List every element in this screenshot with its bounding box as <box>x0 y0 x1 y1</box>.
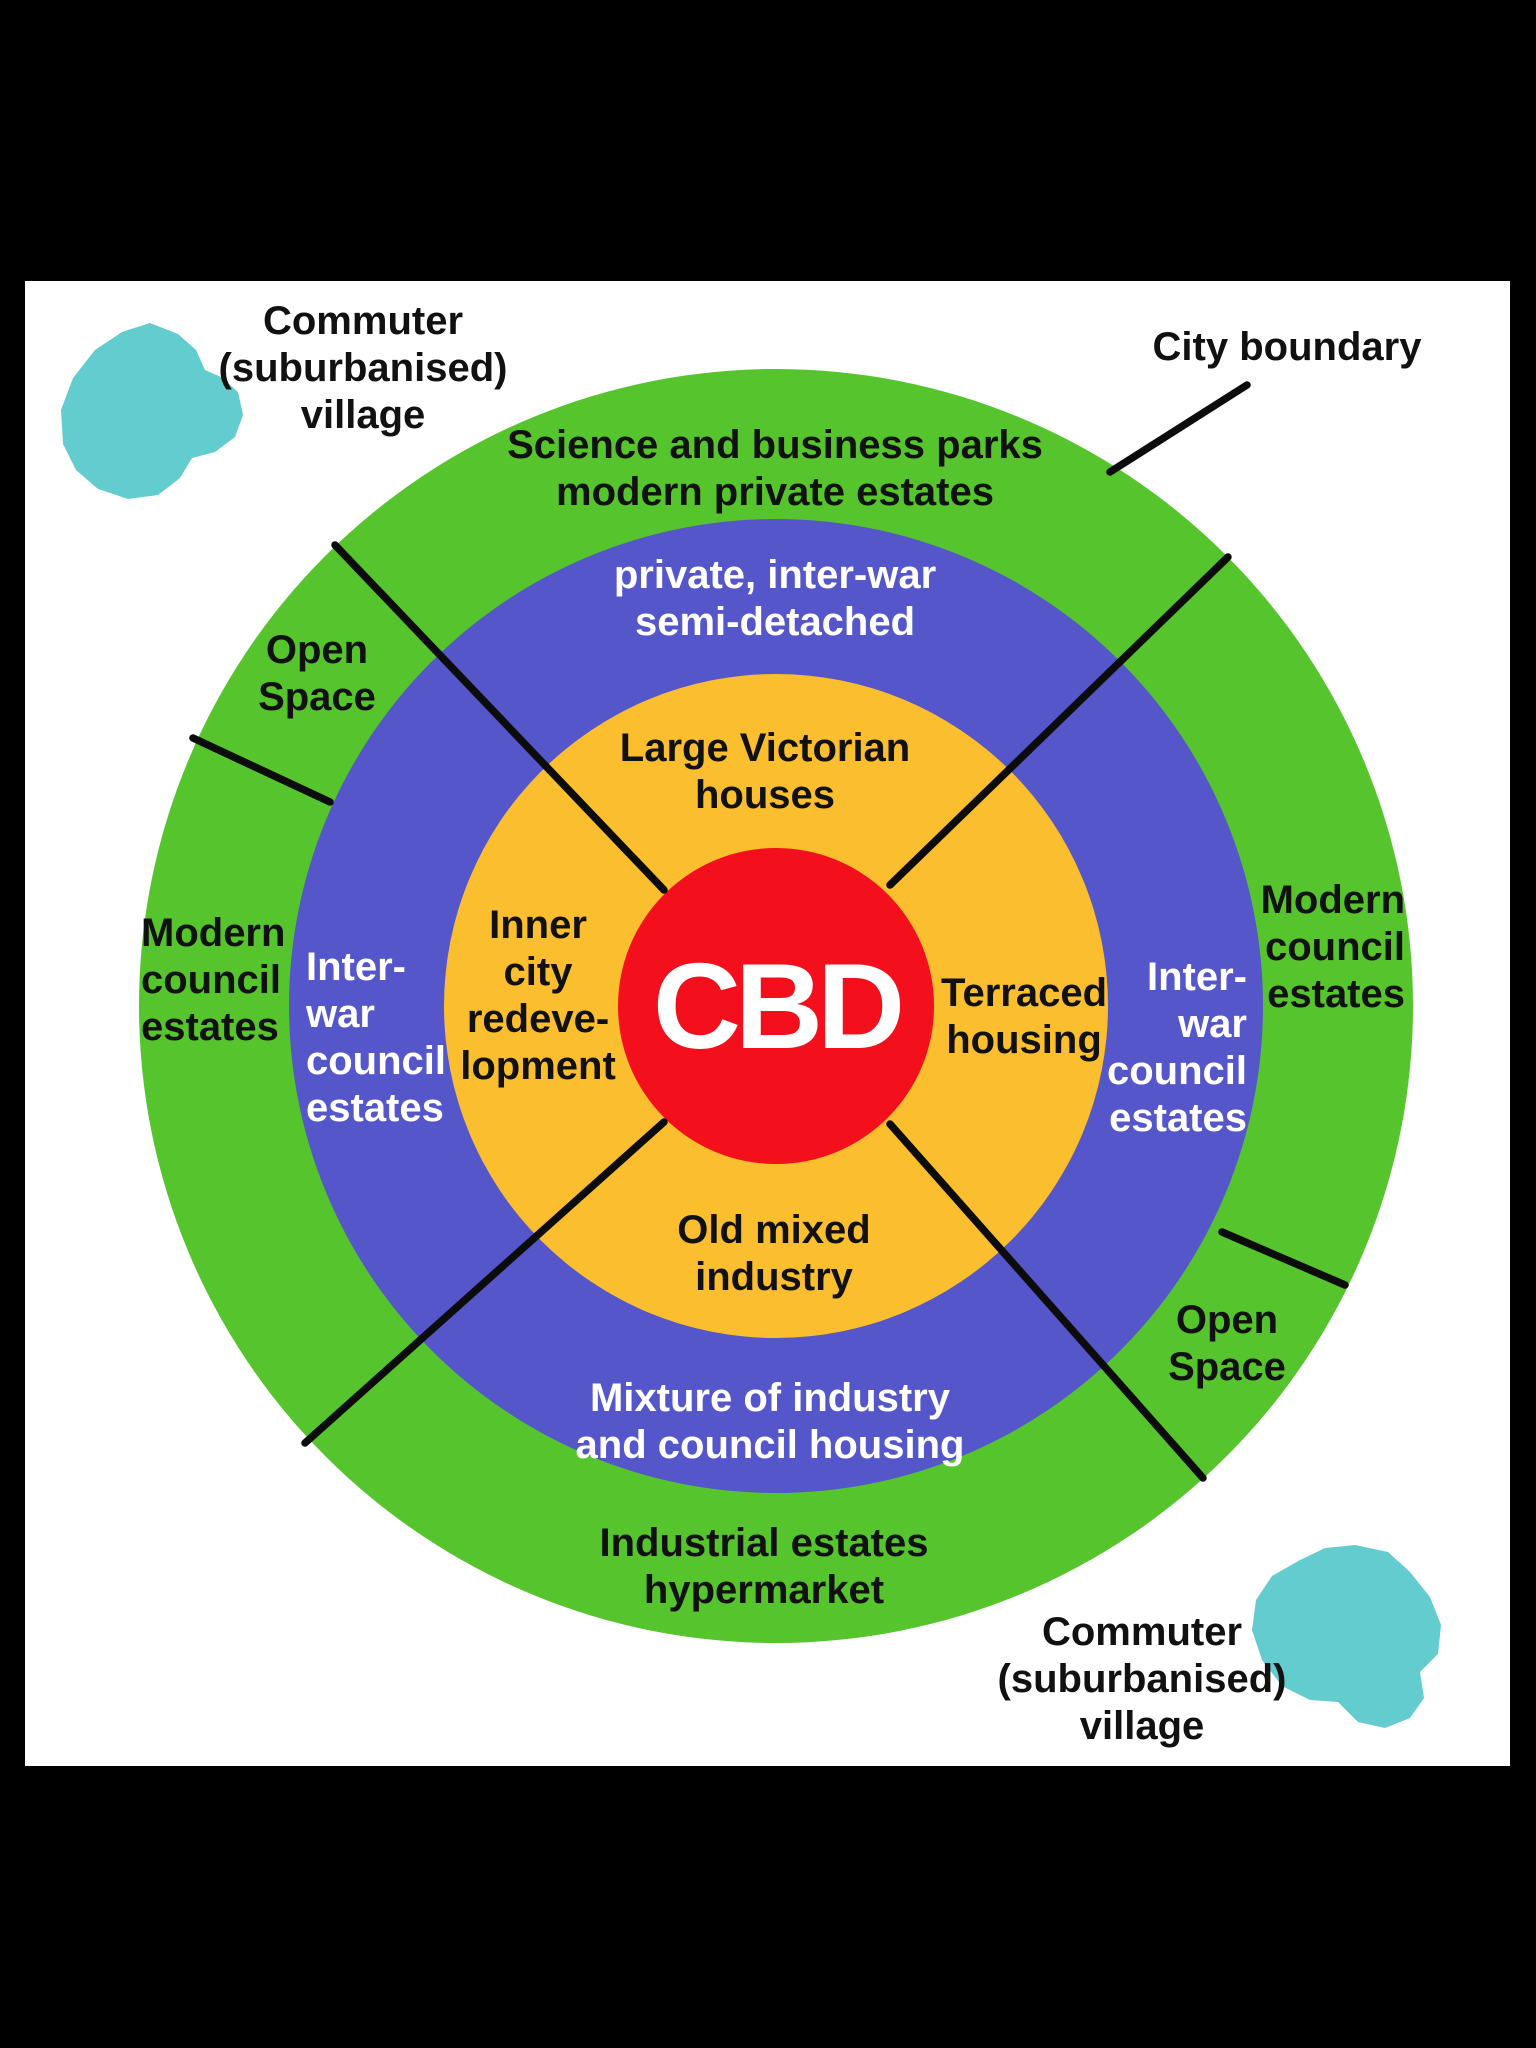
label-cbd: CBD <box>652 938 905 1074</box>
label-commuter-village-bottom-right: Commuter (suburbanised) village <box>997 1610 1287 1748</box>
label-terraced-housing: Terraced housing <box>940 971 1108 1062</box>
label-inter-war-council-estates-right: Inter- war council estates <box>1106 955 1247 1140</box>
label-modern-council-estates-left: Modern council estates <box>141 911 286 1049</box>
city-boundary-pointer-line <box>1106 381 1251 476</box>
sector-line-sw <box>301 1118 668 1447</box>
label-modern-council-estates-right: Modern council estates <box>1260 878 1405 1016</box>
label-science-business-parks: Science and business parks modern privat… <box>507 423 1043 514</box>
label-open-space-right: Open Space <box>1168 1298 1286 1389</box>
open-space-divider-right <box>1218 1228 1349 1289</box>
sector-line-se <box>886 1120 1207 1482</box>
label-city-boundary: City boundary <box>1152 325 1422 369</box>
label-mixture-industry-council-housing: Mixture of industry and council housing <box>575 1376 965 1467</box>
label-inter-war-council-estates-left: Inter- war council estates <box>306 945 447 1130</box>
cbd-circle <box>618 848 934 1164</box>
label-commuter-village-top-left: Commuter (suburbanised) village <box>218 299 508 437</box>
label-inner-city-redevelopment: Inner city redeve- lopment <box>460 903 616 1088</box>
village-blob-top-left <box>61 323 243 499</box>
open-space-divider-left <box>189 734 334 806</box>
label-private-inter-war: private, inter-war semi-detached <box>613 553 937 644</box>
village-blob-bottom-right <box>1252 1545 1441 1728</box>
sector-line-ne <box>886 553 1232 889</box>
sector-line-nw <box>331 541 668 894</box>
label-open-space-left: Open Space <box>258 628 376 719</box>
label-industrial-estates-hypermarket: Industrial estates hypermarket <box>599 1521 929 1612</box>
diagram-canvas: Commuter (suburbanised) village City bou… <box>25 281 1510 1766</box>
label-large-victorian-houses: Large Victorian houses <box>619 726 911 817</box>
zone-model-diagram <box>61 323 1441 1728</box>
label-old-mixed-industry: Old mixed industry <box>677 1208 871 1299</box>
